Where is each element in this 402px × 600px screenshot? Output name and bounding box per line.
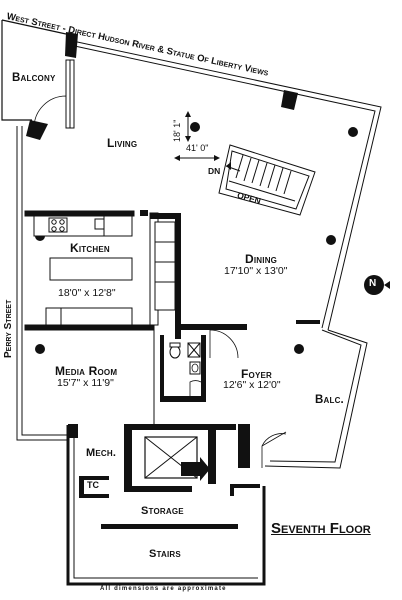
stair-dim-width: 41' 0" <box>186 143 209 153</box>
stair-dim-height: 18' 1" <box>172 119 182 142</box>
room-label-media: Media Room <box>55 364 118 378</box>
compass-north-label: N <box>369 278 377 289</box>
balcony-left <box>1 19 75 140</box>
room-dims-foyer: 12'6" x 12'0" <box>223 379 281 391</box>
room-label-stairs: Stairs <box>149 548 181 560</box>
room-label-balcony: Balcony <box>12 72 56 84</box>
outer-walls <box>16 39 382 441</box>
stair-down-label: DN <box>208 166 221 176</box>
floor-title: Seventh Floor <box>271 520 371 537</box>
room-label-balc: Balc. <box>315 394 344 406</box>
room-dims-dining: 17'10" x 13'0" <box>224 265 288 277</box>
street-label-perry: Perry Street <box>3 299 14 358</box>
room-label-storage: Storage <box>141 505 184 517</box>
room-label-kitchen: Kitchen <box>70 241 110 255</box>
room-label-dining: Dining <box>245 252 278 266</box>
room-dims-kitchen: 18'0" x 12'8" <box>58 287 116 299</box>
room-label-living: Living <box>107 136 138 150</box>
bathroom <box>160 335 206 402</box>
room-dims-media: 15'7" x 11'9" <box>57 377 114 389</box>
room-label-foyer: Foyer <box>241 367 273 381</box>
dimensions-note: All dimensions are approximate <box>100 586 227 592</box>
core-walls <box>130 212 320 424</box>
kitchen-fixtures <box>24 210 155 331</box>
compass-icon <box>364 275 390 295</box>
balcony-right <box>238 329 368 469</box>
room-label-tc: TC <box>87 480 99 490</box>
service-core <box>66 424 266 586</box>
room-label-mech: Mech. <box>86 447 117 459</box>
stair-opening <box>174 111 316 216</box>
columns <box>35 122 358 354</box>
wall-stubs <box>65 32 298 216</box>
